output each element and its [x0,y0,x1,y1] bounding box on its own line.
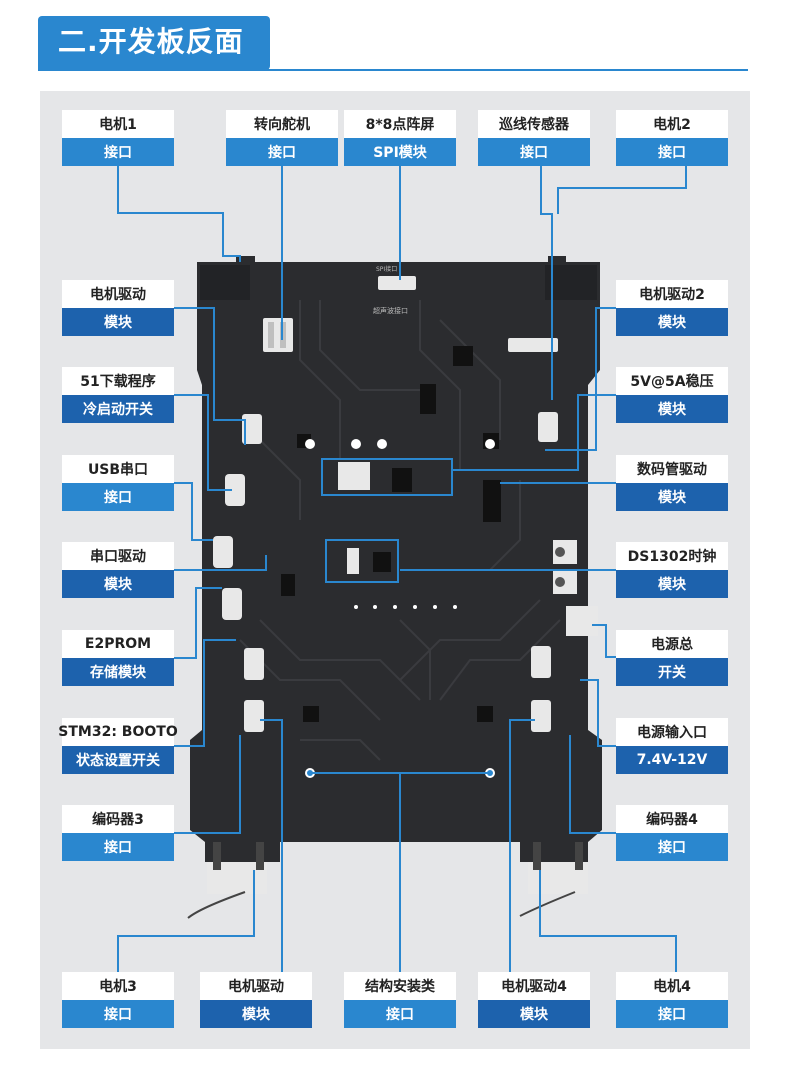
callout-title: 电源输入口 [616,718,728,746]
callout-title: 数码管驱动 [616,455,728,483]
callout-subtitle: 模块 [616,395,728,423]
callout-subtitle: 状态设置开关 [62,746,174,774]
callout-subtitle: 开关 [616,658,728,686]
callout-subtitle: 接口 [344,1000,456,1028]
callout-line-sensor: 巡线传感器接口 [478,110,590,166]
callout-subtitle: 存储模块 [62,658,174,686]
callout-title: 编码器3 [62,805,174,833]
callout-title: E2PROM [62,630,174,658]
callout-segment-driver: 数码管驱动模块 [616,455,728,511]
header-bar [38,16,270,70]
callout-subtitle: 接口 [616,138,728,166]
callout-title: 结构安装类 [344,972,456,1000]
callout-serial-driver: 串口驱动模块 [62,542,174,598]
callout-title: 51下载程序 [62,367,174,395]
callout-motor-driver-1: 电机驱动模块 [62,280,174,336]
leader-lines [117,166,687,1000]
callout-subtitle: 模块 [616,308,728,336]
callout-title: 5V@5A稳压 [616,367,728,395]
callout-subtitle: 接口 [62,1000,174,1028]
callout-title: 电机驱动 [200,972,312,1000]
callout-ds1302: DS1302时钟模块 [616,542,728,598]
callout-title: 电机1 [62,110,174,138]
callout-subtitle: 接口 [62,138,174,166]
callout-subtitle: 接口 [478,138,590,166]
callout-subtitle: 接口 [226,138,338,166]
callout-title: DS1302时钟 [616,542,728,570]
callout-subtitle: 接口 [62,483,174,511]
callout-motor-driver-3: 电机驱动模块 [200,972,312,1028]
callout-subtitle: 模块 [62,570,174,598]
callout-title: STM32: BOOTO [58,718,178,746]
callout-title: 电源总 [616,630,728,658]
callout-subtitle: 接口 [62,833,174,861]
callout-subtitle: SPI模块 [344,138,456,166]
header-divider [38,69,748,71]
pcb-traces [239,300,561,761]
callout-title: 电机驱动4 [478,972,590,1000]
callout-regulator: 5V@5A稳压模块 [616,367,728,423]
callout-subtitle: 模块 [616,483,728,511]
callout-title: 电机3 [62,972,174,1000]
bottom-encoders [187,842,588,919]
callout-servo: 转向舵机接口 [226,110,338,166]
callout-subtitle: 模块 [62,308,174,336]
callout-title: USB串口 [62,455,174,483]
callout-subtitle: 模块 [616,570,728,598]
page-title: 二.开发板反面 [58,25,244,58]
ultrasonic-port-label: 超声波接口 [373,306,408,315]
callout-title: 电机驱动2 [616,280,728,308]
callout-title: 编码器4 [616,805,728,833]
callout-cold-start: 51下载程序冷启动开关 [62,367,174,423]
callout-power-switch: 电源总开关 [616,630,728,686]
highlight-boxes [321,458,453,583]
callout-title: 电机2 [616,110,728,138]
callout-usb-serial: USB串口接口 [62,455,174,511]
callout-title: 串口驱动 [62,542,174,570]
callout-title: 8*8点阵屏 [344,110,456,138]
callout-mounting: 结构安装类接口 [344,972,456,1028]
callout-subtitle: 接口 [616,833,728,861]
callout-title: 电机驱动 [62,280,174,308]
callout-subtitle: 接口 [616,1000,728,1028]
callout-subtitle: 7.4V-12V [616,746,728,774]
chips [281,346,501,722]
callout-title: 转向舵机 [226,110,338,138]
callout-title: 电机4 [616,972,728,1000]
callout-subtitle: 模块 [478,1000,590,1028]
spi-port-label: SPI接口 [376,265,397,273]
callout-title: 巡线传感器 [478,110,590,138]
callout-subtitle: 冷启动开关 [62,395,174,423]
callout-subtitle: 模块 [200,1000,312,1028]
